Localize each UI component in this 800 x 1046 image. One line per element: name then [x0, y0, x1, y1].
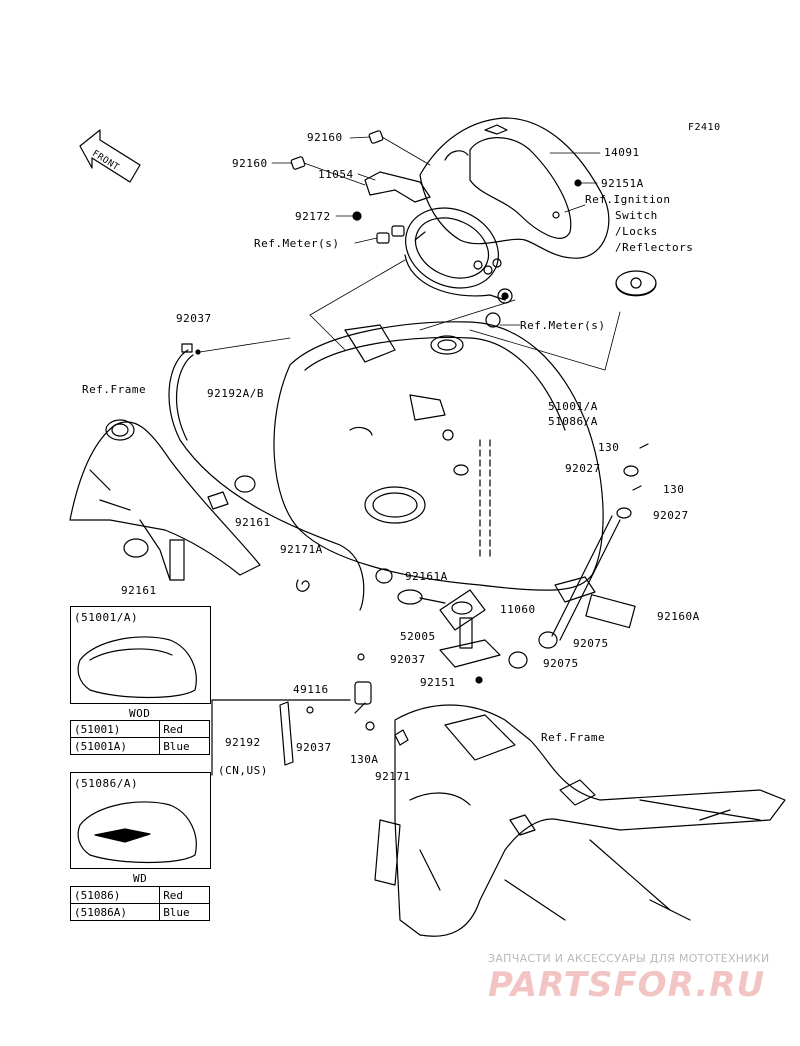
watermark-tagline: ЗАПЧАСТИ И АКСЕССУАРЫ ДЛЯ МОТОТЕХНИКИ	[488, 952, 770, 965]
ref-ignition-line4: /Reflectors	[615, 241, 694, 254]
ref-ignition-line2: Switch	[615, 209, 658, 222]
legend-wod-table: (51001) Red (51001A) Blue	[69, 720, 210, 755]
legend-part: (51001A)	[69, 737, 161, 755]
callout-ref-meter: Ref.Meter(s)	[254, 237, 340, 250]
legend-row: (51086) Red	[69, 886, 210, 904]
fuel-tank-part	[273, 321, 604, 603]
callout-130: 130	[598, 441, 620, 454]
callout-92027: 92027	[565, 462, 601, 475]
callout-92192: 92192	[225, 736, 261, 749]
legend-color: Blue	[159, 737, 210, 755]
callout-130: 130	[663, 483, 685, 496]
front-arrow-icon	[79, 129, 141, 183]
callout-51086A: 51086/A	[548, 415, 598, 428]
callout-14091: 14091	[604, 146, 640, 159]
legend-part: (51086)	[69, 886, 161, 904]
watermark-logo: PARTSFOR.RU	[488, 965, 766, 1005]
callout-ref-meter: Ref.Meter(s)	[520, 319, 606, 332]
callout-92161A: 92161A	[405, 570, 448, 583]
callout-130A: 130A	[350, 753, 379, 766]
legend-wod-caption: WOD	[129, 707, 151, 720]
callout-92037: 92037	[296, 741, 332, 754]
callout-92151: 92151	[420, 676, 456, 689]
fuel-pump-part	[397, 589, 501, 684]
callout-92171: 92171	[375, 770, 411, 783]
legend-box-wd	[70, 772, 211, 869]
small-fittings-parts	[211, 579, 409, 776]
callout-51001A: 51001/A	[548, 400, 598, 413]
legend-part: (51086A)	[69, 903, 161, 921]
rubber-mount-parts	[375, 443, 649, 669]
legend-wd-caption: WD	[133, 872, 148, 885]
meter-cover-part	[419, 117, 610, 259]
callout-11060: 11060	[500, 603, 536, 616]
callout-ref-frame: Ref.Frame	[541, 731, 606, 744]
callout-11054: 11054	[318, 168, 354, 181]
callout-92172: 92172	[295, 210, 331, 223]
ignition-cap-part	[615, 270, 657, 297]
callout-92160: 92160	[232, 157, 268, 170]
diagram-code: F2410	[688, 122, 721, 133]
callout-ref-frame: Ref.Frame	[82, 383, 147, 396]
callout-52005: 52005	[400, 630, 436, 643]
legend-color: Blue	[159, 903, 210, 921]
callout-92192AB: 92192A/B	[207, 387, 264, 400]
callout-92027: 92027	[653, 509, 689, 522]
legend-row: (51001) Red	[69, 720, 210, 738]
legend-tank-wod	[77, 636, 197, 699]
callout-92160: 92160	[307, 131, 343, 144]
callout-92151A: 92151A	[601, 177, 644, 190]
frame-left-part	[69, 419, 261, 581]
callout-cn-us: (CN,US)	[218, 764, 268, 777]
callout-49116: 49116	[293, 683, 329, 696]
callout-92075: 92075	[543, 657, 579, 670]
callout-92161: 92161	[121, 584, 157, 597]
callout-92075: 92075	[573, 637, 609, 650]
legend-row: (51001A) Blue	[69, 737, 210, 755]
callout-92171A: 92171A	[280, 543, 323, 556]
legend-color: Red	[159, 720, 210, 738]
legend-part: (51001)	[69, 720, 161, 738]
frame-main-part	[374, 704, 786, 937]
grommet-parts	[290, 130, 501, 328]
callout-92161: 92161	[235, 516, 271, 529]
callout-92037: 92037	[390, 653, 426, 666]
legend-row: (51086A) Blue	[69, 903, 210, 921]
legend-wod-title: (51001/A)	[74, 611, 139, 624]
hose-part	[168, 343, 365, 611]
callout-92160A: 92160A	[657, 610, 700, 623]
meter-unit-part	[404, 207, 513, 304]
legend-wd-title: (51086/A)	[74, 777, 139, 790]
legend-wd-table: (51086) Red (51086A) Blue	[69, 886, 210, 921]
ref-ignition-line3: /Locks	[615, 225, 658, 238]
ref-ignition-line1: Ref.Ignition	[585, 193, 671, 206]
legend-tank-wd	[77, 801, 197, 864]
legend-box-wod	[70, 606, 211, 704]
callout-92037: 92037	[176, 312, 212, 325]
leader-lines	[199, 136, 621, 371]
legend-color: Red	[159, 886, 210, 904]
